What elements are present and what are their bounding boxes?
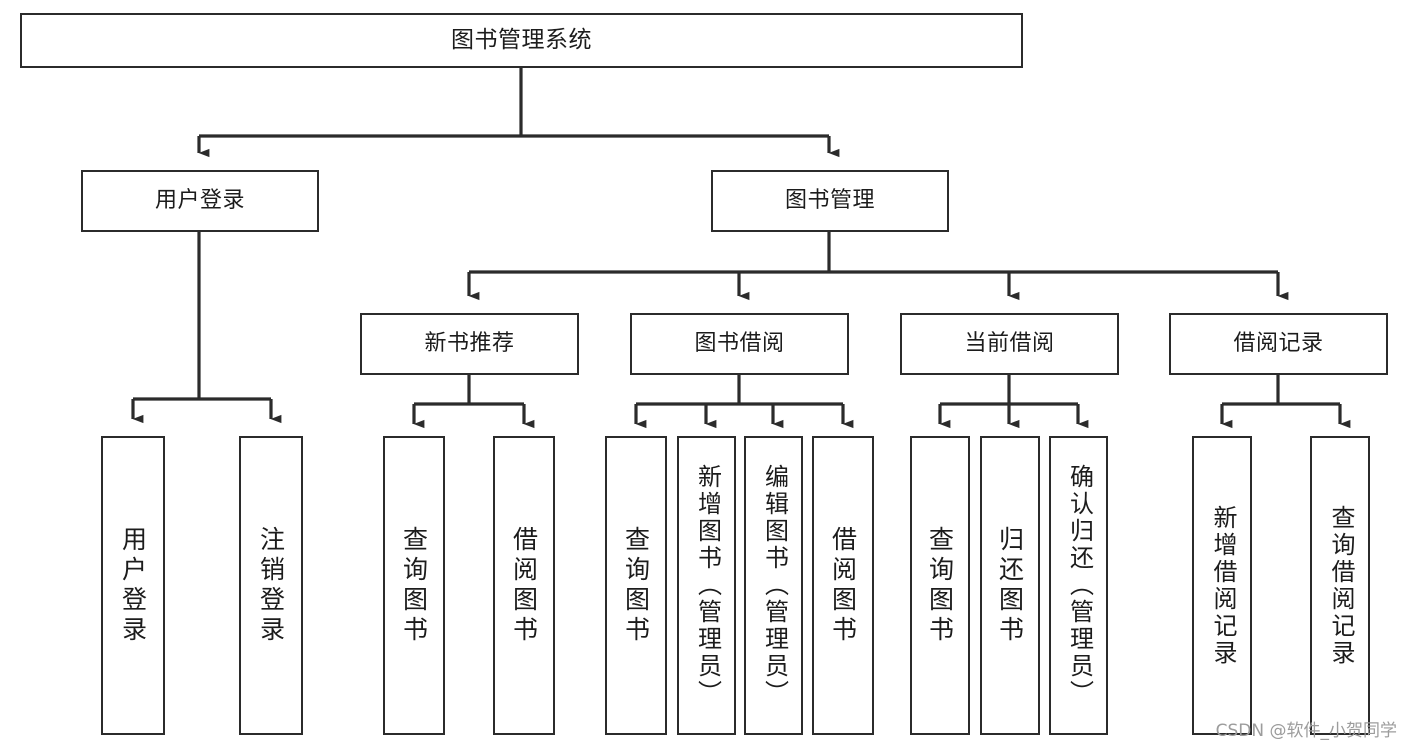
node-book-management[interactable]: 图书管理 [711,170,949,232]
node-borrow-record[interactable]: 借阅记录 [1169,313,1388,375]
node-leaf-confirm-return-label: 确认归还（管理员） [1065,464,1094,707]
node-leaf-add-book[interactable]: 新增图书（管理员） [677,436,736,735]
node-user-login[interactable]: 用户登录 [81,170,319,232]
node-leaf-borrow-book-1-label: 借阅图书 [509,525,539,646]
node-user-login-label: 用户登录 [154,188,245,214]
node-leaf-add-record[interactable]: 新增借阅记录 [1192,436,1252,735]
node-current-borrow[interactable]: 当前借阅 [900,313,1119,375]
node-new-book-recommend[interactable]: 新书推荐 [360,313,579,375]
node-leaf-query-record-label: 查询借阅记录 [1326,504,1355,667]
node-leaf-borrow-book-2[interactable]: 借阅图书 [812,436,874,735]
node-root[interactable]: 图书管理系统 [20,13,1023,68]
node-leaf-query-book-3-label: 查询图书 [925,525,955,646]
node-book-management-label: 图书管理 [784,188,875,214]
node-leaf-query-book-3[interactable]: 查询图书 [910,436,970,735]
node-leaf-user-login-label: 用户登录 [118,525,148,646]
node-leaf-add-record-label: 新增借阅记录 [1208,504,1237,667]
node-leaf-return-book-label: 归还图书 [995,525,1025,646]
node-leaf-query-book-2-label: 查询图书 [621,525,651,646]
node-leaf-borrow-book-1[interactable]: 借阅图书 [493,436,555,735]
node-leaf-query-book-1[interactable]: 查询图书 [383,436,445,735]
node-new-book-recommend-label: 新书推荐 [424,331,515,357]
node-leaf-query-book-1-label: 查询图书 [399,525,429,646]
node-leaf-borrow-book-2-label: 借阅图书 [828,525,858,646]
node-leaf-user-login[interactable]: 用户登录 [101,436,165,735]
node-leaf-edit-book[interactable]: 编辑图书（管理员） [744,436,803,735]
node-leaf-confirm-return[interactable]: 确认归还（管理员） [1049,436,1108,735]
node-leaf-user-logout-label: 注销登录 [256,525,286,646]
node-leaf-user-logout[interactable]: 注销登录 [239,436,303,735]
csdn-watermark: CSDN @软件_小贺同学 [1215,721,1397,741]
node-book-borrow[interactable]: 图书借阅 [630,313,849,375]
node-leaf-add-book-label: 新增图书（管理员） [693,464,722,707]
node-leaf-edit-book-label: 编辑图书（管理员） [760,464,789,707]
node-leaf-return-book[interactable]: 归还图书 [980,436,1040,735]
node-current-borrow-label: 当前借阅 [964,331,1055,357]
node-leaf-query-record[interactable]: 查询借阅记录 [1310,436,1370,735]
node-book-borrow-label: 图书借阅 [694,331,785,357]
node-root-label: 图书管理系统 [451,26,592,53]
node-leaf-query-book-2[interactable]: 查询图书 [605,436,667,735]
node-borrow-record-label: 借阅记录 [1233,331,1324,357]
